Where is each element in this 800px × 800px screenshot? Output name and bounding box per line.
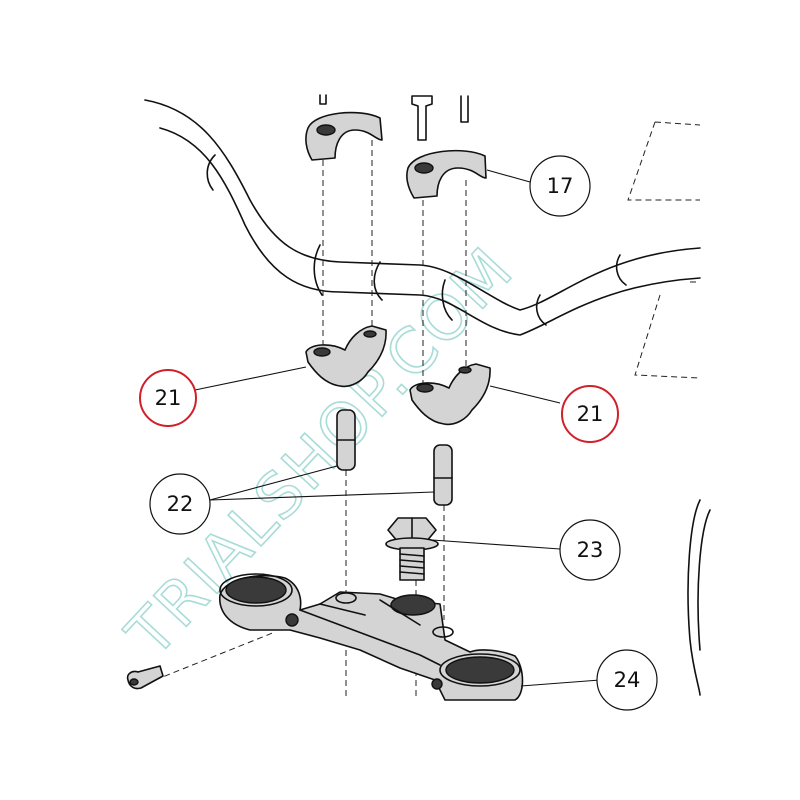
callout-17: 17 <box>529 155 591 217</box>
upper-clamp-right <box>406 149 487 199</box>
callout-23: 23 <box>559 519 621 581</box>
upper-clamp-left <box>305 111 383 161</box>
callout-label: 21 <box>577 402 604 426</box>
callout-label: 17 <box>547 174 574 198</box>
callout-22: 22 <box>149 473 211 535</box>
handlebar <box>144 99 701 336</box>
callout-label: 23 <box>577 538 604 562</box>
lower-clamp-left <box>305 325 387 388</box>
reference-outline <box>627 121 711 696</box>
callout-label: 22 <box>167 492 194 516</box>
assembly-axes <box>154 140 467 700</box>
callout-24: 24 <box>596 649 658 711</box>
center-bolt <box>385 517 439 581</box>
lower-clamp-right <box>409 363 491 426</box>
pinch-bolt <box>126 665 164 690</box>
callout-21-right: 21 <box>561 385 619 443</box>
leader-lines <box>194 169 601 687</box>
callout-21-left: 21 <box>139 369 197 427</box>
triple-clamp <box>219 573 524 701</box>
top-bolts <box>319 94 469 141</box>
callout-label: 24 <box>614 668 641 692</box>
callout-label: 21 <box>155 386 182 410</box>
dowel-pins <box>336 409 453 506</box>
